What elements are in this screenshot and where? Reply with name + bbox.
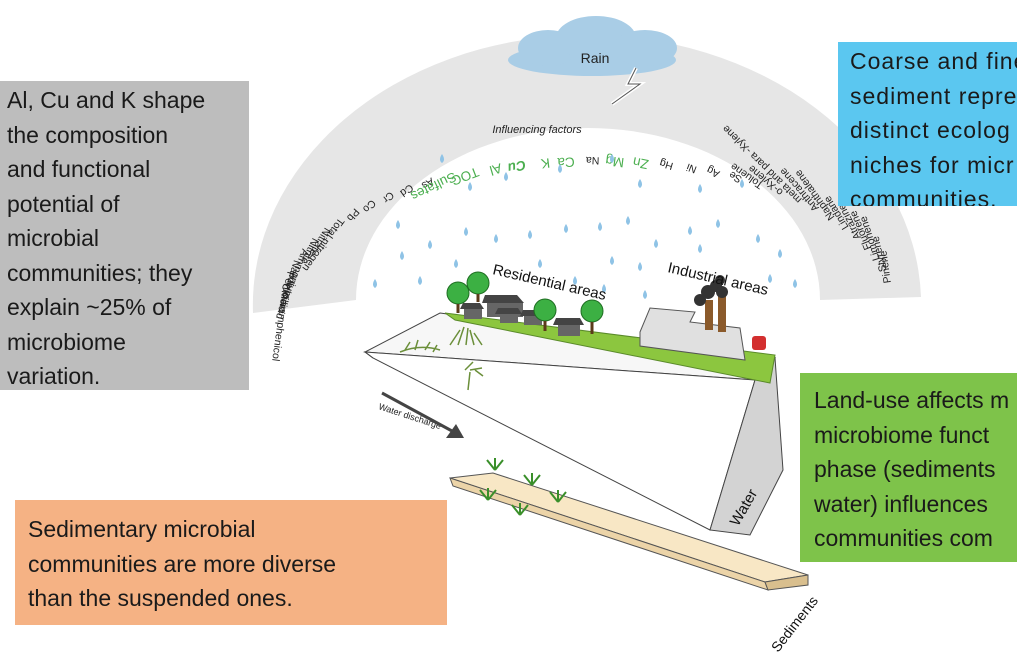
- callout-line: sediment repre: [850, 82, 1017, 109]
- callout-line: communities.: [850, 186, 998, 206]
- callout-line: microbiome: [7, 328, 126, 355]
- factor-label: Cu: [506, 157, 527, 175]
- rain-drop-icon: [778, 249, 782, 258]
- callout-line: niches for micr: [850, 151, 1015, 178]
- factor-label: Pinene: [877, 250, 893, 284]
- rain-drop-icon: [573, 276, 577, 285]
- callout-line: Sedimentary microbial: [28, 516, 256, 542]
- residential-area-icon: [446, 271, 604, 336]
- rain-drop-icon: [602, 284, 606, 293]
- factor-label: Ag: [705, 163, 722, 179]
- rain-drop-icon: [396, 220, 400, 229]
- aquatic-plant-icon: [399, 326, 484, 391]
- callout-line: microbiome funct: [814, 421, 990, 448]
- rain-drop-icon: [440, 154, 444, 163]
- rain-drop-icon: [688, 226, 692, 235]
- rain-drop-icon: [494, 234, 498, 243]
- rain-drop-icon: [468, 182, 472, 191]
- rain-drop-icon: [716, 219, 720, 228]
- industrial-area-icon: [639, 275, 766, 361]
- rain-drop-icon: [768, 274, 772, 283]
- factor-label: Mg: [605, 153, 625, 170]
- factor-label: Na: [586, 154, 600, 167]
- callout-line: explain ~25% of: [7, 294, 172, 320]
- callout-line: communities are more diverse: [28, 550, 337, 577]
- rain-drop-icon: [756, 234, 760, 243]
- rain-drop-icon: [400, 251, 404, 260]
- rain-drop-icon: [610, 154, 614, 163]
- rain-drop-icon: [793, 279, 797, 288]
- rain-drops: [373, 154, 797, 299]
- factor-label: Se: [727, 168, 744, 185]
- rain-drop-icon: [740, 179, 744, 188]
- factor-label: Al: [488, 160, 504, 178]
- sediments-label: Sediments: [768, 593, 821, 655]
- rain-drop-icon: [373, 279, 377, 288]
- rain-drop-icon: [698, 244, 702, 253]
- rain-drop-icon: [564, 224, 568, 233]
- rain-drop-icon: [698, 184, 702, 193]
- callout-al-cu-k: Al, Cu and K shape the composition and fun…: [0, 81, 249, 390]
- rain-drop-icon: [598, 222, 602, 231]
- callout-line: potential of: [7, 190, 120, 217]
- callout-line: Land-use affects m: [814, 387, 1010, 413]
- callout-line: and functional: [7, 156, 151, 182]
- rain-drop-icon: [428, 240, 432, 249]
- rain-drop-icon: [558, 164, 562, 173]
- influencing-factors-title: Influencing factors: [492, 124, 582, 136]
- callout-line: Al, Cu and K shape: [7, 87, 206, 113]
- rain-cloud-icon: [508, 16, 677, 76]
- callout-line: distinct ecolog: [850, 117, 1011, 143]
- factors-arc: [252, 34, 921, 313]
- callout-sediment-niches: Coarse and fine sediment repre distinct ec…: [838, 42, 1017, 206]
- callout-line: communities com: [814, 525, 993, 551]
- callout-line: microbial: [7, 225, 100, 251]
- factor-label: Ni: [685, 161, 699, 176]
- callout-line: the composition: [7, 121, 169, 148]
- rain-drop-icon: [638, 179, 642, 188]
- sediment-plant-icon: [479, 458, 567, 516]
- factor-label: K: [540, 155, 551, 171]
- sediment-tray: [449, 472, 809, 591]
- callout-line: than the suspended ones.: [28, 585, 293, 611]
- callout-sedimentary-diversity: Sedimentary microbial communities are mor…: [15, 500, 447, 625]
- callout-line: phase (sediments: [814, 456, 996, 482]
- rain-drop-icon: [464, 227, 468, 236]
- callout-line: communities; they: [7, 259, 193, 286]
- water-discharge-arrow: [381, 391, 453, 433]
- callout-line: variation.: [7, 363, 101, 389]
- rain-drop-icon: [638, 262, 642, 271]
- factor-label: Zn: [631, 154, 649, 172]
- rain-drop-icon: [528, 230, 532, 239]
- rain-drop-icon: [538, 259, 542, 268]
- rain-drop-icon: [626, 216, 630, 225]
- rain-drop-icon: [654, 239, 658, 248]
- factor-label: TOC: [449, 164, 481, 188]
- rain-label: Rain: [581, 50, 610, 66]
- callout-land-use: Land-use affects m microbiome funct phase …: [800, 373, 1017, 562]
- factor-label: Hg: [658, 156, 674, 171]
- rain-drop-icon: [643, 290, 647, 299]
- water-discharge-label: Water discharge: [377, 401, 442, 431]
- rain-drop-icon: [454, 259, 458, 268]
- rain-drop-icon: [610, 256, 614, 265]
- rain-drop-icon: [504, 172, 508, 181]
- callout-line: Coarse and fine: [850, 48, 1017, 74]
- rain-drop-icon: [418, 276, 422, 285]
- factor-label: As: [419, 175, 436, 192]
- callout-line: water) influences: [814, 490, 988, 517]
